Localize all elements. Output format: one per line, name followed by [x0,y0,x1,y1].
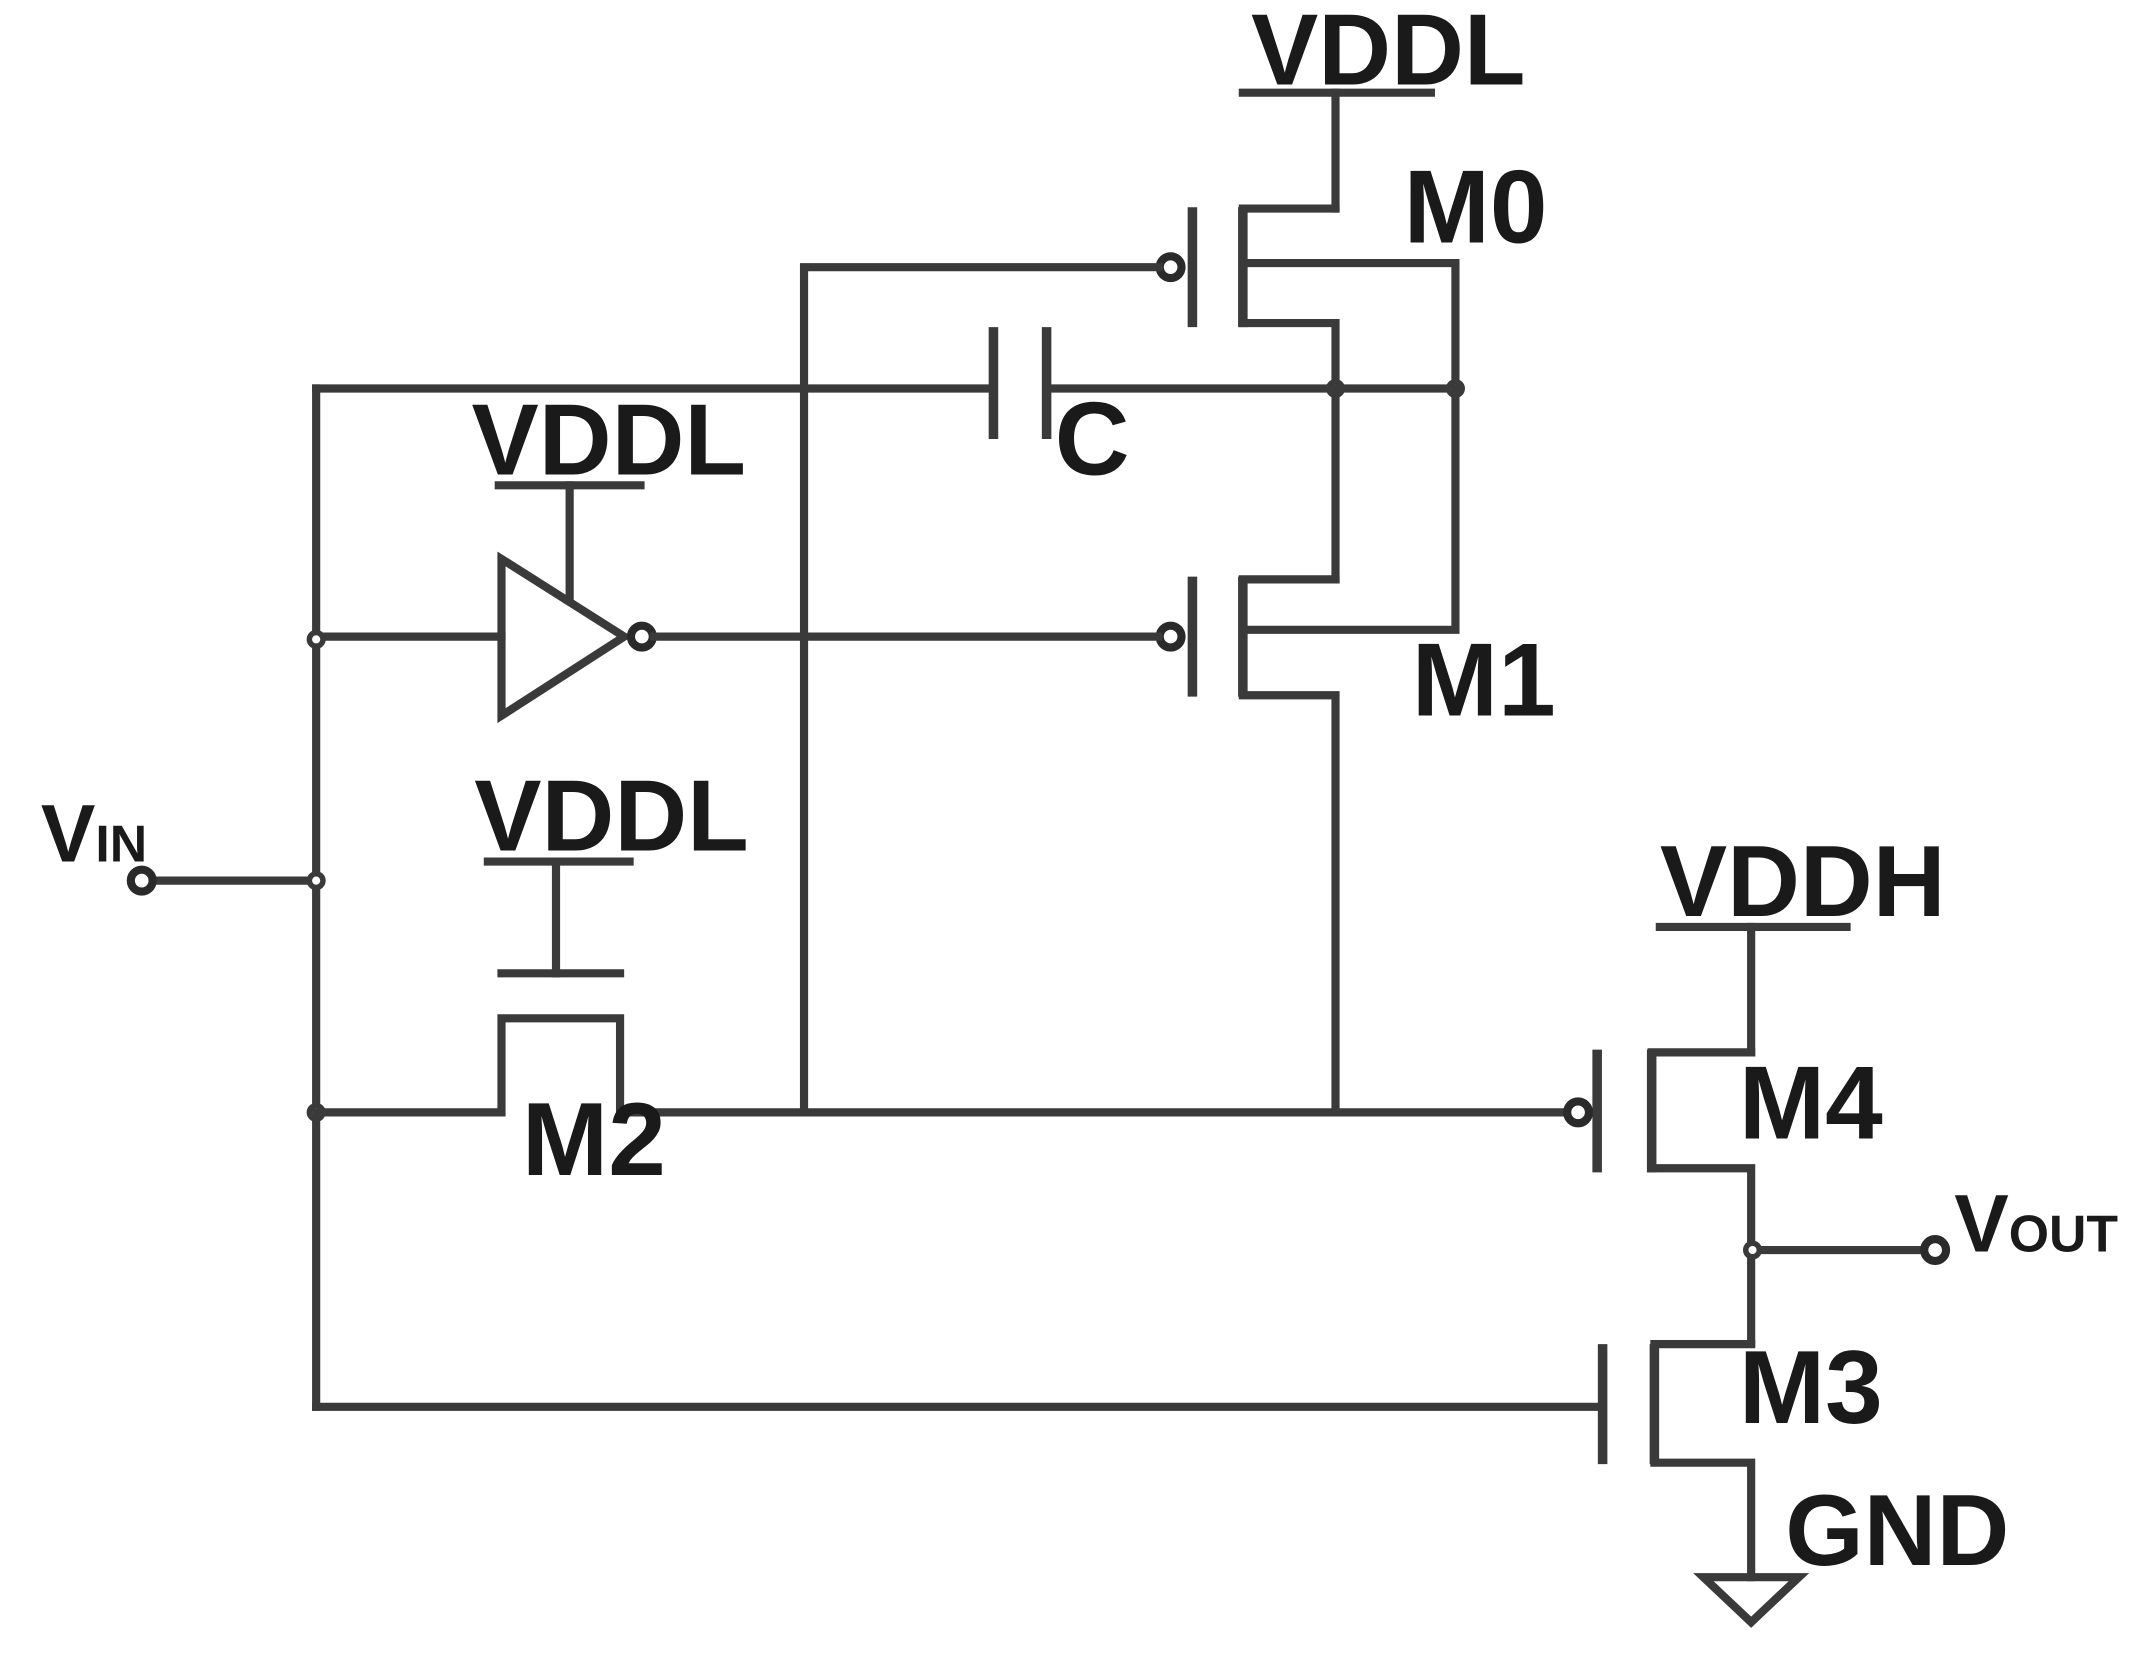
capacitor-c [312,327,1460,439]
gnd-label: GND [1785,1475,2009,1587]
m2-nmos-transistor [312,857,809,1117]
vout-terminal[interactable] [1920,1235,1951,1266]
m1-label: M1 [1412,622,1556,738]
ground-symbol [1693,1573,1810,1628]
vin-terminal[interactable] [126,865,157,896]
m0-pmos-transistor [1155,204,1460,393]
vin-bus [148,384,321,1411]
m0-gate-bubble [1155,252,1186,283]
m2-label: M2 [522,1081,666,1197]
capacitor-label: C [1055,380,1130,496]
m4-label: M4 [1739,1044,1883,1160]
vddl-m2-label: VDDL [474,761,749,873]
node-dot-vin [306,871,326,891]
vddl-inverter-label: VDDL [472,384,747,496]
inverter-output-bubble [626,621,657,652]
m0-gate-net [799,263,1163,1117]
m3-label: M3 [1739,1329,1883,1445]
vddl-top-label: VDDL [1251,0,1526,107]
node-dot-inverter-input [306,629,326,649]
m3-nmos-transistor [312,1340,1756,1582]
m0-label: M0 [1404,149,1548,265]
m4-gate-bubble [1563,1097,1594,1128]
m1-gate-bubble [1155,621,1186,652]
m4-pmos-transistor [1563,1048,1756,1347]
node-dot-vout [1742,1240,1763,1260]
vin-label: VIN [41,789,147,880]
inverter-symbol [312,481,1163,724]
vddh-label: VDDH [1660,826,1946,938]
vddh-rail-symbol [1655,922,1851,1057]
vout-label: VOUT [1954,1178,2118,1269]
m1-pmos-transistor [1155,384,1460,1117]
vddl-top-rail-symbol [1238,88,1435,213]
